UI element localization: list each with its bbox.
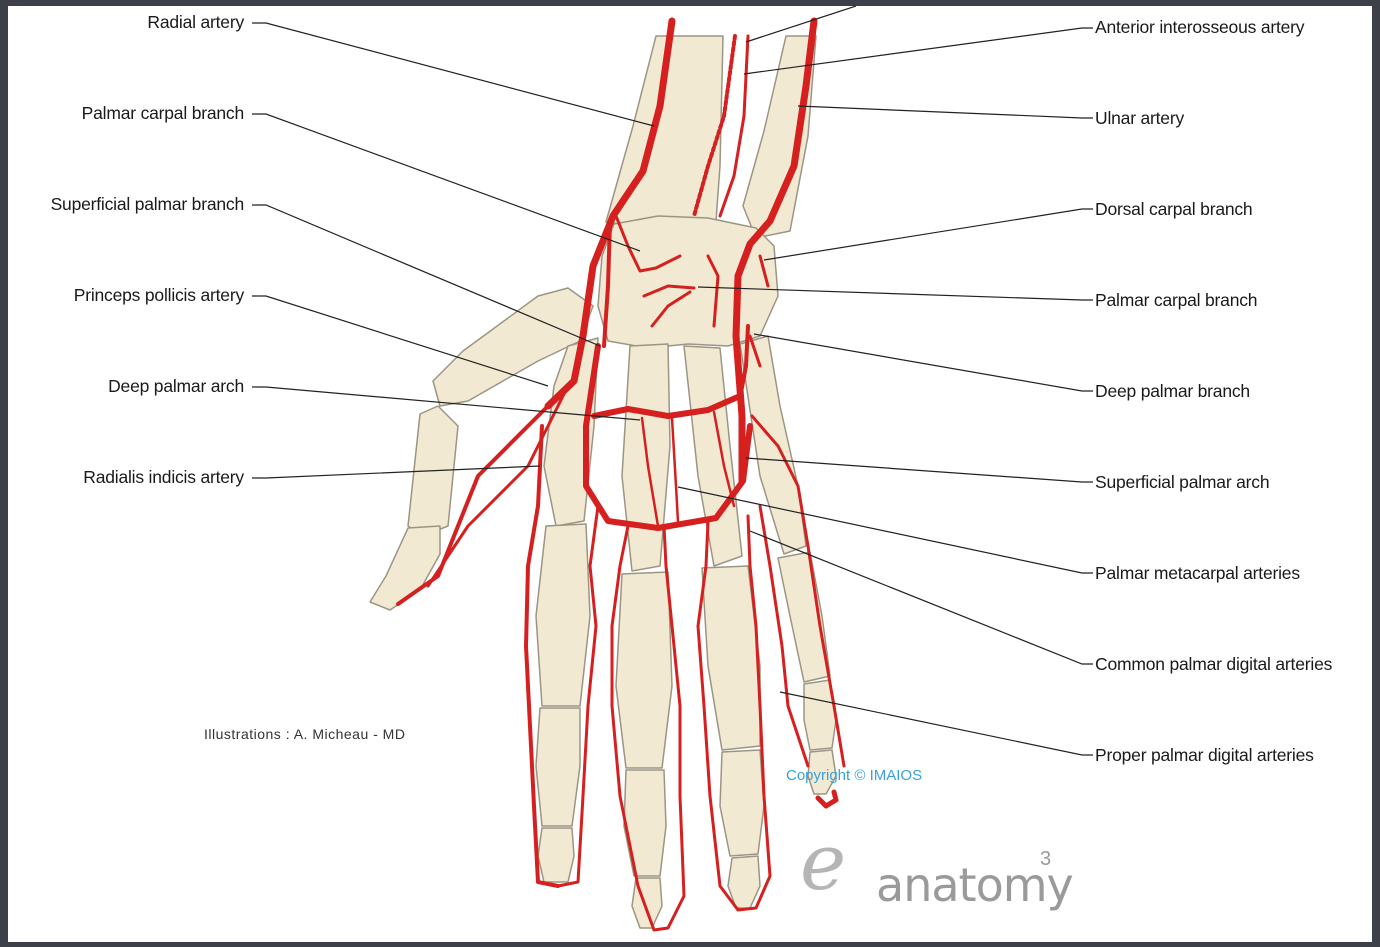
middle-proximal-phalanx [616,572,672,768]
leader-radialis-indicis [252,466,540,478]
ring-metacarpal [684,346,742,566]
label-palmar-metacarpal-arteries: Palmar metacarpal arteries [1095,563,1300,583]
ring-middle-phalanx [720,750,764,856]
label-superficial-palmar-branch: Superficial palmar branch [51,194,244,214]
label-palmar-carpal-branch-left: Palmar carpal branch [82,103,244,123]
label-common-palmar-digital-arteries: Common palmar digital arteries [1095,654,1332,674]
label-deep-palmar-branch: Deep palmar branch [1095,381,1250,401]
index-proximal-phalanx [536,524,590,706]
label-proper-palmar-digital-arteries: Proper palmar digital arteries [1095,745,1314,765]
logo-mark: e [800,818,846,908]
leader-palmar-carpal-left [252,114,640,251]
label-radialis-indicis-artery: Radialis indicis artery [83,467,244,487]
label-dorsal-carpal-branch: Dorsal carpal branch [1095,199,1252,219]
leader-superficial-palmar-arch [746,458,1093,482]
index-middle-phalanx [536,708,580,826]
leader-radial-artery [252,23,654,126]
little-proximal-phalanx [778,552,830,682]
ring-distal-phalanx [728,856,760,908]
hand-skeleton [370,36,836,928]
copyright-notice: Copyright © IMAIOS [786,767,922,784]
logo-superscript: 3 [1040,848,1051,871]
label-deep-palmar-arch: Deep palmar arch [108,376,244,396]
label-ulnar-artery: Ulnar artery [1095,108,1184,128]
middle-middle-phalanx [624,770,666,876]
illustration-credit: Illustrations : A. Micheau - MD [204,726,405,742]
leader-deep-palmar-branch [754,334,1093,391]
index-distal-phalanx [538,828,574,882]
label-superficial-palmar-arch: Superficial palmar arch [1095,472,1269,492]
label-radial-artery: Radial artery [147,12,244,32]
figure-frame: Radial artery Palmar carpal branch Super… [8,6,1372,942]
label-palmar-carpal-branch-right: Palmar carpal branch [1095,290,1257,310]
leader-dorsal-carpal [764,209,1093,260]
label-princeps-pollicis-artery: Princeps pollicis artery [74,285,244,305]
leader-ulnar-artery [798,106,1093,118]
anterior-interosseous-line [720,36,748,216]
leader-palmar-metacarpal [678,487,1093,573]
label-anterior-interosseous-artery: Anterior interosseous artery [1095,17,1304,37]
